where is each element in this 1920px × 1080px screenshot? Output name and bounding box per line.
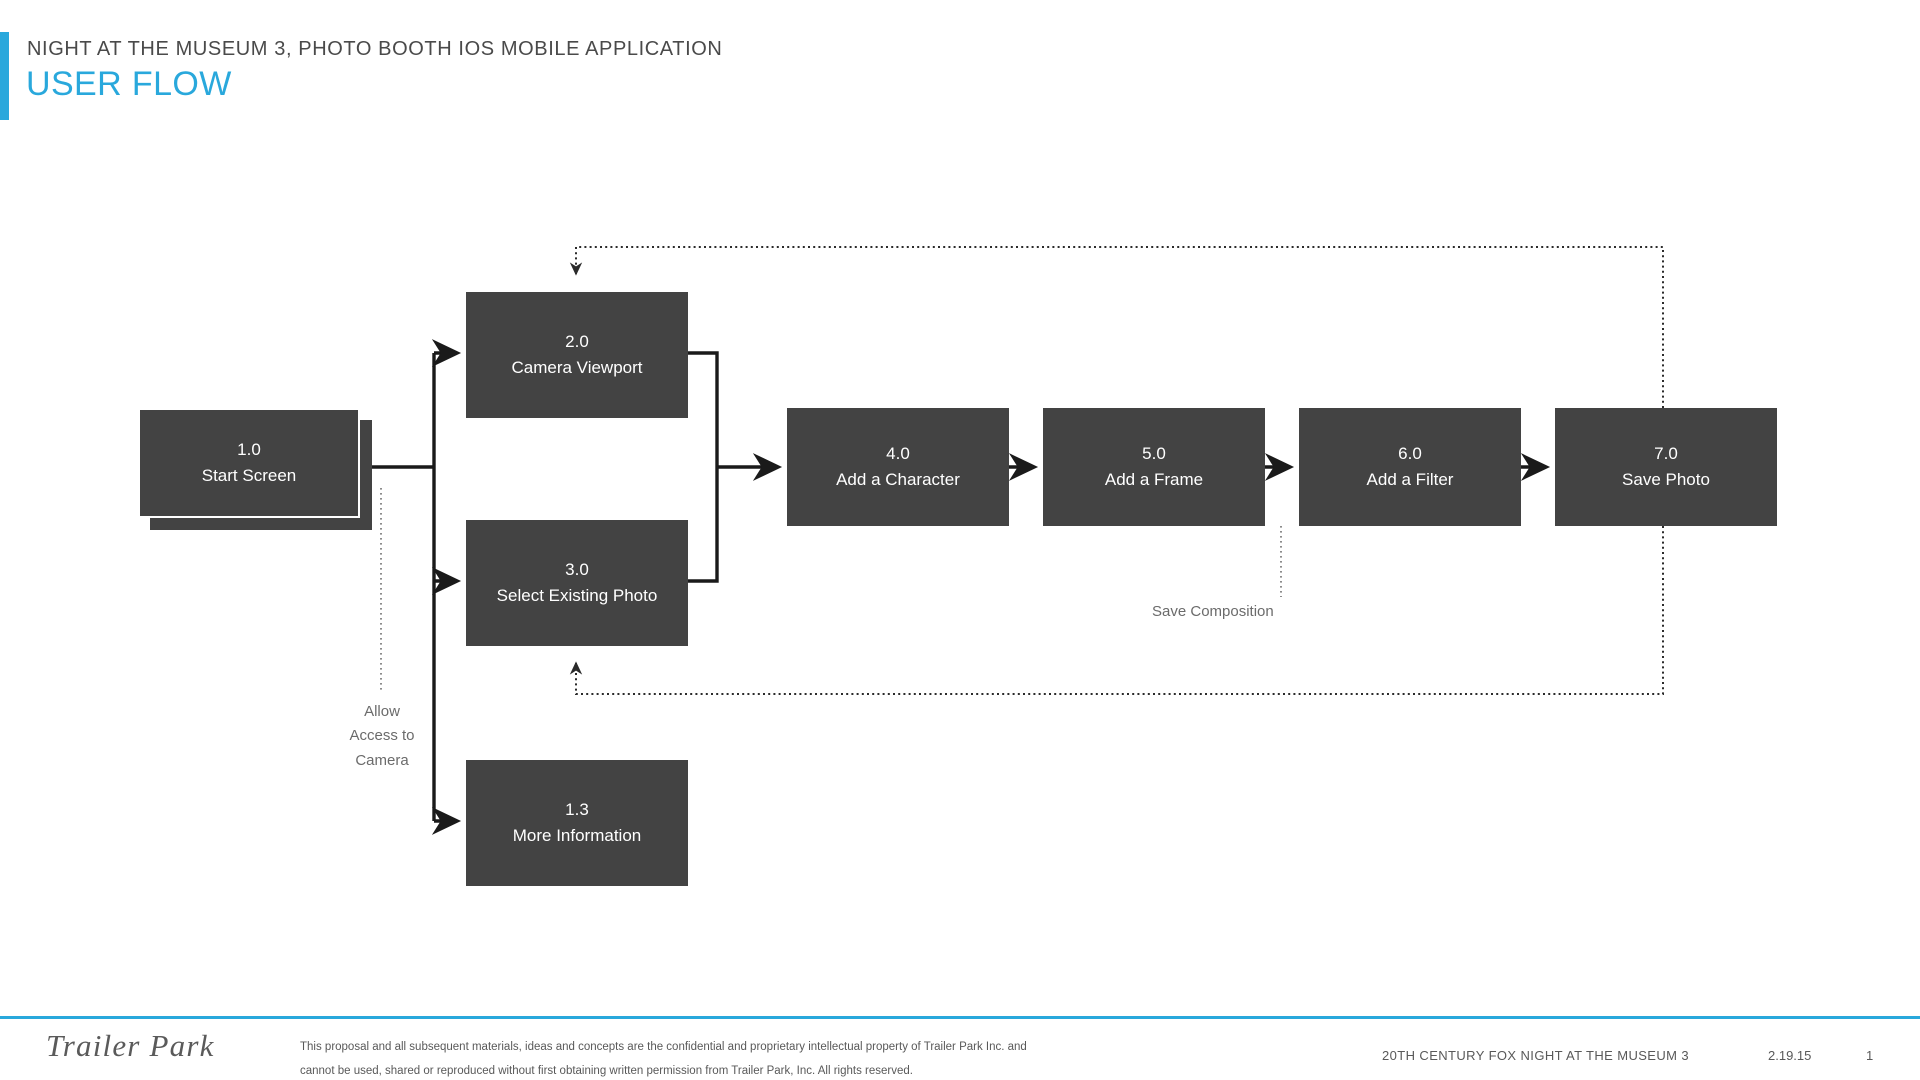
node-start-screen[interactable]: 1.0 Start Screen (138, 408, 360, 518)
node-id: 3.0 (565, 559, 589, 579)
footer-date: 2.19.15 (1768, 1048, 1812, 1063)
node-id: 2.0 (565, 331, 589, 351)
node-id: 6.0 (1398, 443, 1422, 463)
page-title: USER FLOW (26, 65, 232, 103)
header-accent-bar (0, 32, 9, 120)
node-select-existing-photo[interactable]: 3.0 Select Existing Photo (466, 520, 688, 646)
node-label: Add a Filter (1366, 470, 1454, 489)
node-add-a-frame[interactable]: 5.0 Add a Frame (1043, 408, 1265, 526)
header-subtitle: NIGHT AT THE MUSEUM 3, PHOTO BOOTH IOS M… (27, 38, 723, 60)
node-more-information[interactable]: 1.3 More Information (466, 760, 688, 886)
node-label: Add a Character (836, 470, 960, 489)
node-label: Save Photo (1622, 470, 1710, 489)
trailer-park-logo: Trailer Park (46, 1028, 215, 1063)
node-label: Add a Frame (1104, 470, 1204, 489)
user-flow-diagram: 1.0 Start Screen 2.0 Camera Viewport 3.0… (138, 246, 1777, 886)
node-save-photo[interactable]: 7.0 Save Photo (1555, 408, 1777, 526)
node-add-a-character[interactable]: 4.0 Add a Character (787, 408, 1009, 526)
allow-access-note: Allow Access to Camera (349, 703, 415, 769)
node-label: Start Screen (201, 466, 297, 485)
connector-layer (360, 246, 1664, 835)
node-id: 1.0 (237, 439, 261, 459)
legal-disclaimer: This proposal and all subsequent materia… (300, 1041, 1027, 1077)
node-label: Select Existing Photo (496, 586, 658, 605)
node-label: More Information (512, 826, 642, 845)
save-composition-note: Save Composition (1152, 603, 1274, 620)
edge-camera-viewport-merge (688, 351, 719, 583)
node-label: Camera Viewport (511, 358, 643, 377)
node-id: 4.0 (886, 443, 910, 463)
footer-divider (0, 1016, 1920, 1019)
edge-save-photo-return-to-select-existing-photo (569, 526, 1664, 695)
node-id: 1.3 (565, 799, 589, 819)
footer-page-number: 1 (1866, 1048, 1874, 1063)
node-add-a-filter[interactable]: 6.0 Add a Filter (1299, 408, 1521, 526)
node-id: 7.0 (1654, 443, 1678, 463)
edge-save-photo-return-to-camera-viewport (569, 246, 1664, 408)
node-id: 5.0 (1142, 443, 1166, 463)
footer-project-name: 20TH CENTURY FOX NIGHT AT THE MUSEUM 3 (1382, 1048, 1690, 1063)
node-camera-viewport[interactable]: 2.0 Camera Viewport (466, 292, 688, 418)
